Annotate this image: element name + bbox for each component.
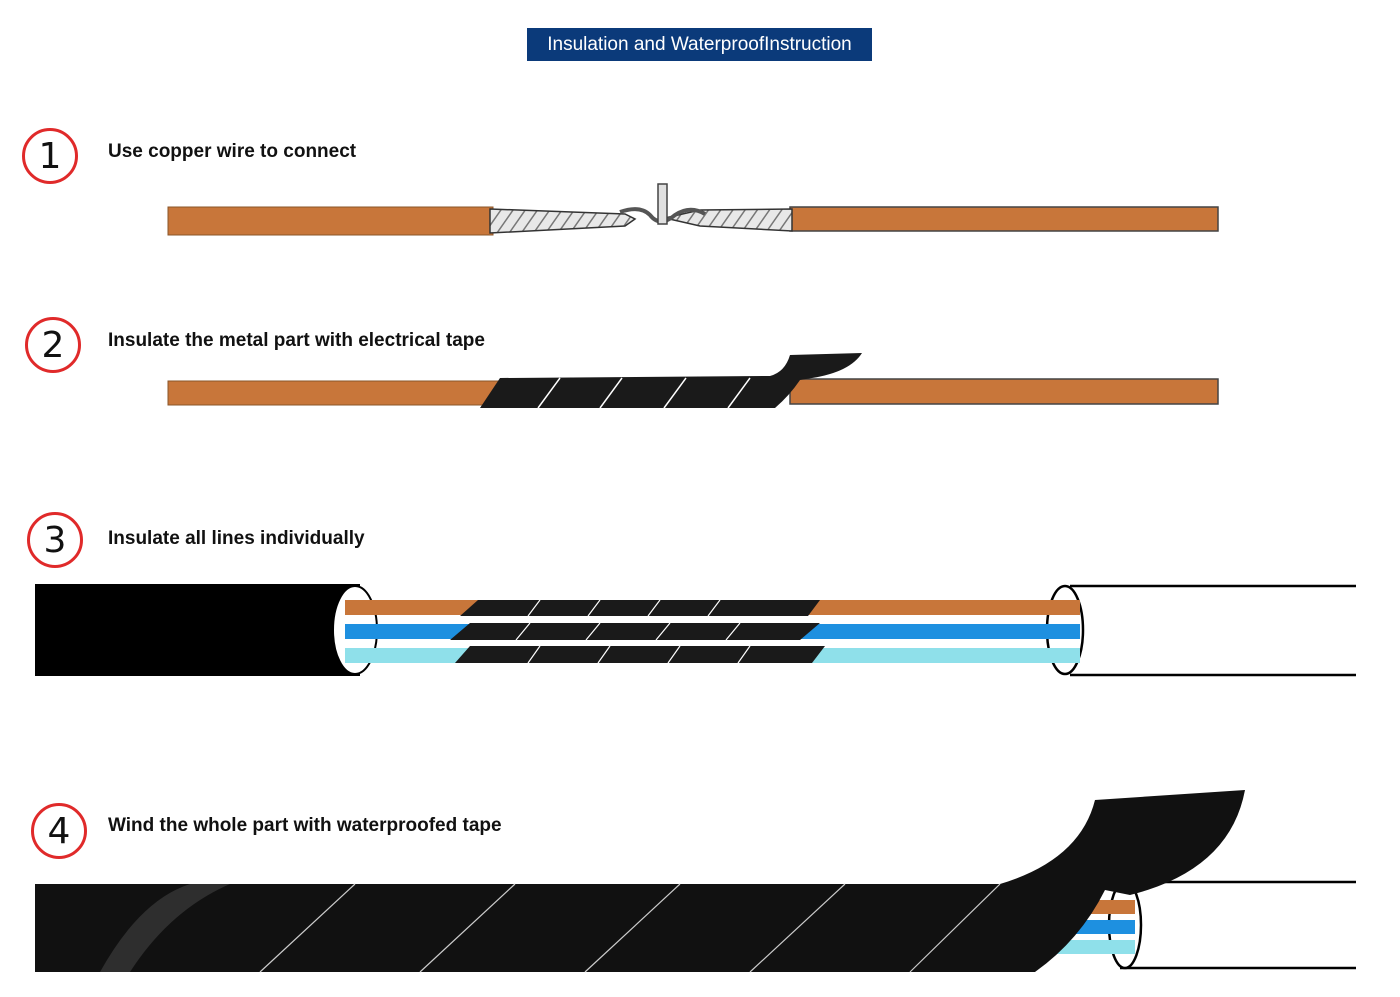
step-3-illustration: [35, 584, 1356, 677]
black-cable-sheath: [35, 584, 360, 676]
step-3-number: 3: [43, 519, 67, 561]
page-title: Insulation and WaterproofInstruction: [527, 28, 872, 61]
step-2-number-circle: 2: [25, 317, 81, 373]
light-blue-wire-end: [1050, 940, 1135, 954]
waterproof-tape-lines: [259, 883, 1001, 973]
waterproof-tape-highlight: [100, 884, 230, 972]
step-4-label: Wind the whole part with waterproofed ta…: [108, 815, 502, 836]
white-cable-sheath: [1070, 584, 1356, 677]
brown-wire-tape: [460, 600, 820, 616]
tape-wrap-lines: [537, 377, 751, 409]
right-copper-wire: [789, 378, 1219, 405]
left-copper-wire: [167, 380, 499, 406]
right-copper-wire: [789, 206, 1219, 232]
step-1-label: Use copper wire to connect: [108, 141, 357, 162]
blue-wire-tape: [450, 623, 820, 640]
step-2-illustration: [167, 353, 1219, 409]
step-3-number-circle: 3: [27, 512, 83, 568]
left-stripped-conductor: [489, 208, 637, 234]
left-copper-wire: [167, 206, 494, 236]
white-cable-sheath: [1120, 880, 1356, 970]
right-stripped-conductor: [664, 208, 793, 232]
step-4-number-circle: 4: [31, 803, 87, 859]
step-1-illustration: [167, 183, 1219, 236]
step-1-number-circle: 1: [22, 128, 78, 184]
step-2-number: 2: [41, 324, 65, 366]
step-4-illustration: [35, 790, 1356, 973]
waterproof-tape-wrap: [35, 790, 1245, 972]
copper-tie-wire: [657, 183, 668, 225]
step-4-number: 4: [47, 810, 71, 852]
wire-tape-lines: [515, 599, 751, 664]
electrical-tape-wrap: [480, 353, 862, 408]
step-2-label: Insulate the metal part with electrical …: [108, 330, 485, 351]
step-3-label: Insulate all lines individually: [108, 528, 365, 549]
step-1-number: 1: [38, 135, 62, 177]
light-blue-wire-tape: [455, 646, 825, 663]
blue-wire-end: [1070, 920, 1135, 934]
